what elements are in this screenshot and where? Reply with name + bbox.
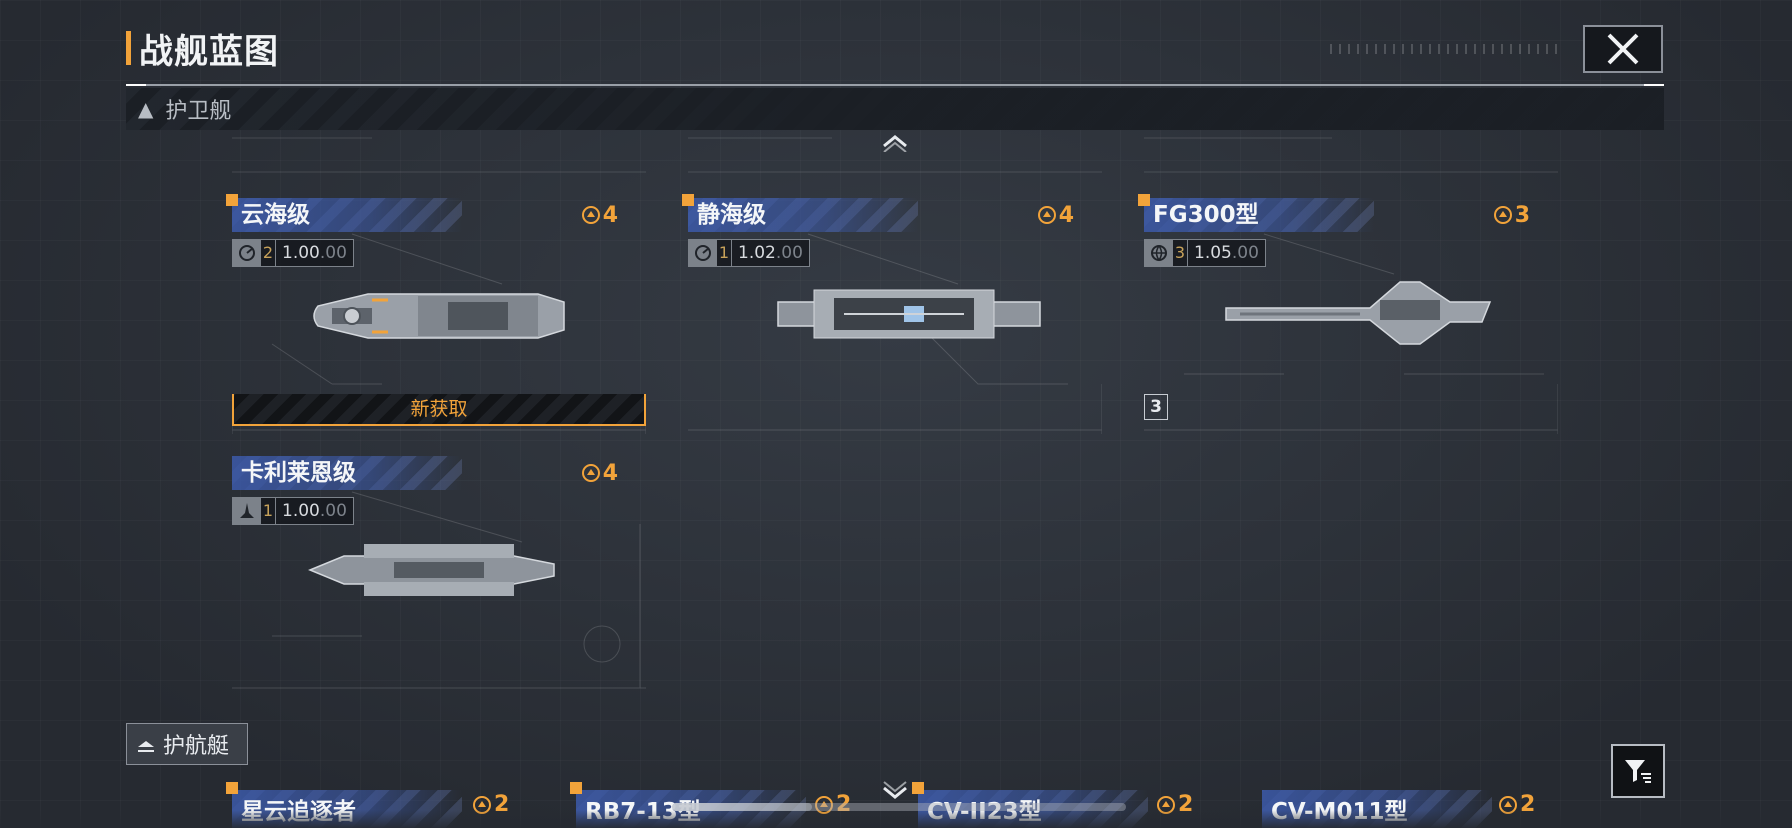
command-point-icon: [581, 464, 600, 482]
horizontal-scrollbar[interactable]: [672, 803, 1126, 811]
filter-icon: [1625, 760, 1651, 783]
ship-level: 1: [717, 240, 732, 266]
ship-cost: 4: [581, 200, 618, 230]
scroll-down-chevron-icon[interactable]: [880, 780, 910, 800]
ship-ratio-sub: .00: [319, 501, 347, 521]
header-decoration: [1330, 44, 1560, 54]
ship-name-banner: [688, 198, 918, 232]
ship-card-jinghai[interactable]: 静海级 4 1 1.02.00: [682, 194, 1102, 434]
ship-count-badge: 3: [1144, 394, 1168, 420]
ship-stats: 1 1.02.00: [688, 239, 810, 267]
new-acquired-tag: 新获取: [232, 394, 646, 426]
ship-image: [777, 289, 1041, 339]
previous-row-blueprint-lines: [232, 137, 1558, 173]
ship-cost-value: 4: [602, 460, 618, 486]
ship-ratio: 1.02.00: [732, 240, 809, 266]
ship-cost-value: 4: [602, 202, 618, 228]
header: 战舰蓝图: [126, 28, 279, 72]
ship-ratio: 1.00.00: [276, 498, 353, 524]
new-indicator-marker: [912, 782, 924, 794]
close-icon: [1607, 33, 1639, 65]
ship-ratio: 1.00.00: [276, 240, 353, 266]
ship-ratio-sub: .00: [1231, 243, 1259, 263]
ship-name: 静海级: [697, 202, 766, 228]
header-divider: [126, 84, 1664, 86]
escort-boat-icon: [138, 741, 154, 752]
ship-stats: 3 1.05.00: [1144, 239, 1266, 267]
ship-ratio-main: 1.00: [282, 501, 320, 521]
ship-ratio-main: 1.05: [1194, 243, 1232, 263]
new-indicator-marker: [226, 782, 238, 794]
ship-name-banner: [232, 456, 462, 490]
new-indicator-marker: [570, 782, 582, 794]
ship-level: 1: [261, 498, 276, 524]
title-accent-bar: [126, 31, 131, 65]
scroll-up-chevron-icon[interactable]: [880, 132, 910, 152]
ship-name-banner: [1144, 198, 1374, 232]
ship-cost-value: 4: [1058, 202, 1074, 228]
category-label: 护航艇: [163, 734, 230, 759]
category-header-frigate[interactable]: ▲ 护卫舰: [126, 88, 1664, 130]
category-label: 护卫舰: [165, 99, 232, 124]
ship-cost: 4: [581, 458, 618, 488]
fighter-icon: [233, 498, 261, 524]
bottom-fade: [0, 810, 1792, 828]
ship-level: 3: [1173, 240, 1188, 266]
command-point-icon: [581, 206, 600, 224]
ship-ratio-sub: .00: [319, 243, 347, 263]
blueprint-lines: [232, 233, 646, 434]
ship-stats: 2 1.00.00: [232, 239, 354, 267]
new-indicator-marker: [226, 194, 238, 206]
ship-image: [313, 293, 565, 339]
ship-ratio-main: 1.02: [738, 243, 776, 263]
command-point-icon: [1037, 206, 1056, 224]
close-button[interactable]: [1583, 25, 1663, 73]
command-point-icon: [1493, 206, 1512, 224]
category-tab-escort-boat[interactable]: 护航艇: [126, 723, 248, 765]
ship-cost: 4: [1037, 200, 1074, 230]
ship-level: 2: [261, 240, 276, 266]
radar-icon: [233, 240, 261, 266]
ship-stats: 1 1.00.00: [232, 497, 354, 525]
ship-card-yunhai[interactable]: 云海级 4 2 1.00.00 新获取: [226, 194, 646, 434]
ship-ratio-main: 1.00: [282, 243, 320, 263]
ship-ratio-sub: .00: [775, 243, 803, 263]
blueprint-lines: [1144, 233, 1558, 434]
new-indicator-marker: [1138, 194, 1150, 206]
ship-name: 卡利莱恩级: [241, 460, 356, 486]
scrollbar-thumb[interactable]: [672, 803, 812, 811]
page-title: 战舰蓝图: [139, 31, 279, 72]
filter-button[interactable]: [1611, 744, 1665, 798]
ship-cost: 3: [1493, 200, 1530, 230]
ship-card-kalilaien[interactable]: 卡利莱恩级 4 1 1.00.00: [232, 452, 646, 692]
ship-ratio: 1.05.00: [1188, 240, 1265, 266]
new-indicator-marker: [682, 194, 694, 206]
ship-name: FG300型: [1153, 202, 1259, 228]
ship-name: 云海级: [241, 202, 310, 228]
ship-name-banner: [232, 198, 462, 232]
ship-image: [308, 544, 555, 596]
radar-icon: [689, 240, 717, 266]
ship-card-fg300[interactable]: FG300型 3 3 1.05.00 3: [1138, 194, 1558, 434]
ship-image: [1225, 281, 1492, 345]
blueprint-lines: [232, 491, 646, 689]
collapse-triangle-icon: ▲: [138, 97, 154, 121]
globe-icon: [1145, 240, 1173, 266]
ship-cost-value: 3: [1514, 202, 1530, 228]
